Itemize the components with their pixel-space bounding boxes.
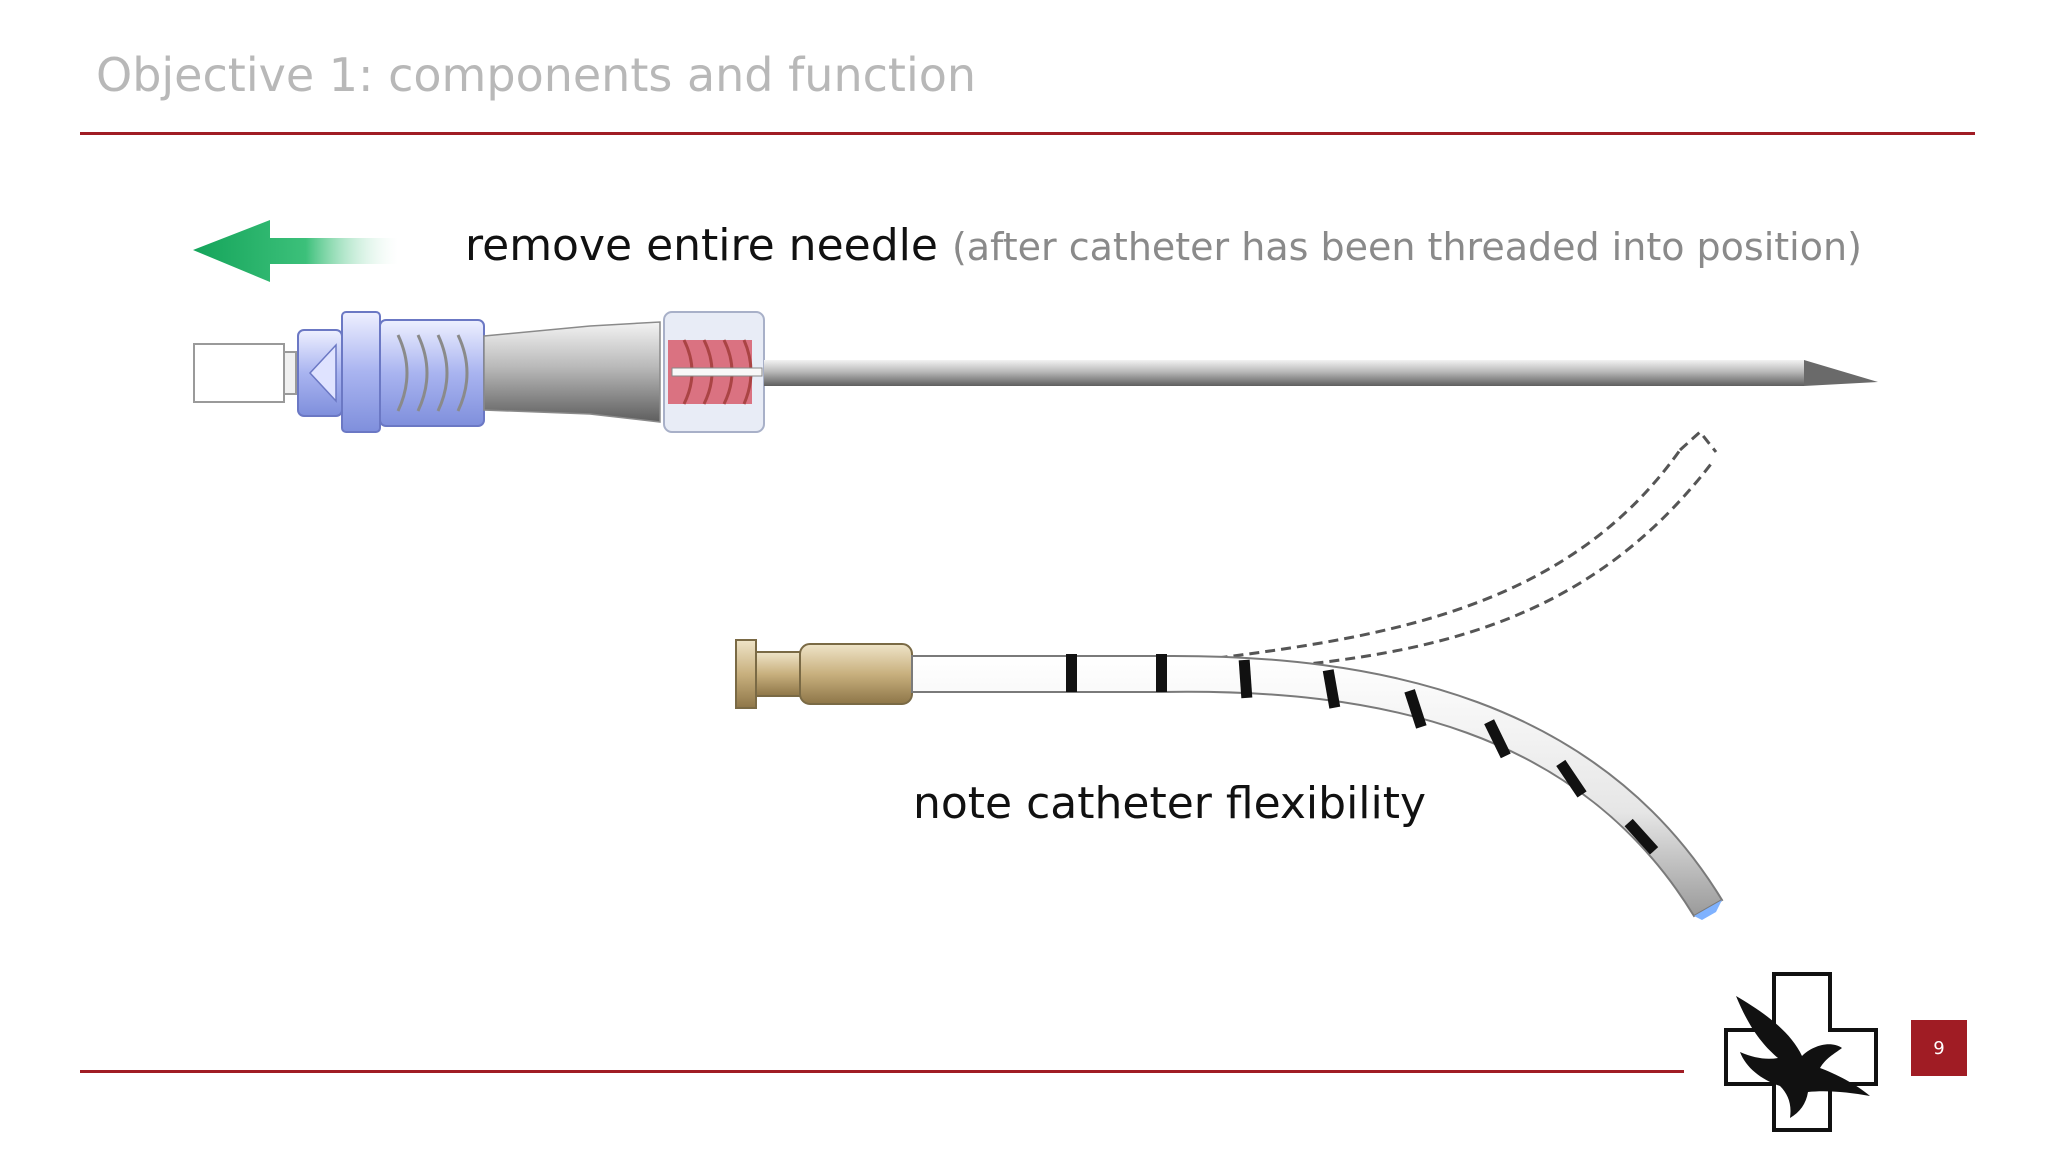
catheter [735,639,1724,920]
slide-title: Objective 1: components and function [96,48,977,102]
caption-remove-needle: remove entire needle (after catheter has… [465,220,1862,271]
caption-remove-needle-sub: (after catheter has been threaded into p… [951,225,1862,269]
needle-assembly [193,311,1878,433]
arrow-left-icon [193,220,398,282]
page-number-badge: 9 [1911,1020,1967,1076]
bottom-divider [80,1070,1684,1073]
caption-flexibility-note: note catheter flexibility [913,778,1427,829]
top-divider [80,132,1975,135]
caption-remove-needle-main: remove entire needle [465,220,938,271]
catheter-flex-outline [1169,429,1718,678]
eagle-cross-logo [1724,972,1878,1132]
